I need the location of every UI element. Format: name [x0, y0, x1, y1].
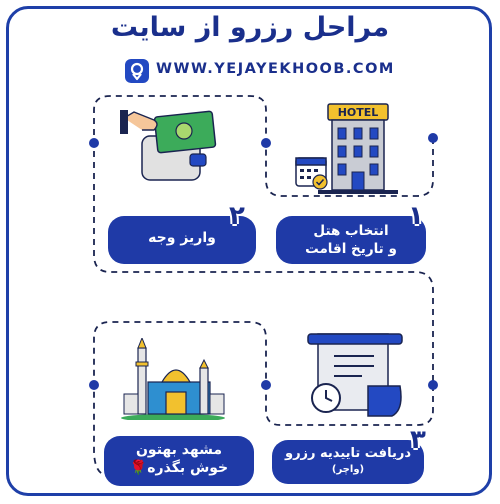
website-url: WWW.YEJAYEKHOOB.COM [156, 61, 395, 77]
logo-icon [125, 59, 149, 83]
website-row: WWW.YEJAYEKHOOB.COM [0, 59, 500, 85]
step-3-number: ۳ [410, 425, 426, 455]
step-2-line-1: واریز وجه [148, 230, 216, 246]
step-1-number: ۱ [408, 201, 424, 231]
step-1-line-2: و تاریخ اقامت [305, 241, 397, 257]
step-2-pill: واریز وجه [108, 216, 256, 264]
page-title: مراحل رزرو از سایت [110, 12, 390, 43]
shrine-mosque-illustration [118, 336, 228, 422]
hotel-calendar-illustration: HOTEL [288, 100, 408, 200]
rose-emoji: 🌹 [129, 460, 148, 476]
wallet-money-illustration [120, 100, 220, 195]
step-4-line-2-row: خوش بگذره🌹 [104, 460, 254, 476]
step-2-number: ۲ [229, 201, 245, 231]
step-3-line-2: (واچر) [331, 464, 365, 475]
step-3-line-1: دریافت تاییدیه رزرو [284, 446, 411, 461]
step-3-pill: دریافت تاییدیه رزرو (واچر) [272, 440, 424, 484]
step-1-pill: انتخاب هتل و تاریخ اقامت [276, 216, 426, 264]
step-4-line-1: مشهد بهتون [135, 442, 223, 458]
hotel-sign-text: HOTEL [338, 106, 379, 119]
voucher-receipt-illustration [300, 330, 410, 420]
step-4-pill: مشهد بهتون خوش بگذره🌹 [104, 436, 254, 486]
step-1-line-1: انتخاب هتل [313, 223, 389, 239]
step-4-line-2: خوش بگذره [147, 460, 229, 476]
